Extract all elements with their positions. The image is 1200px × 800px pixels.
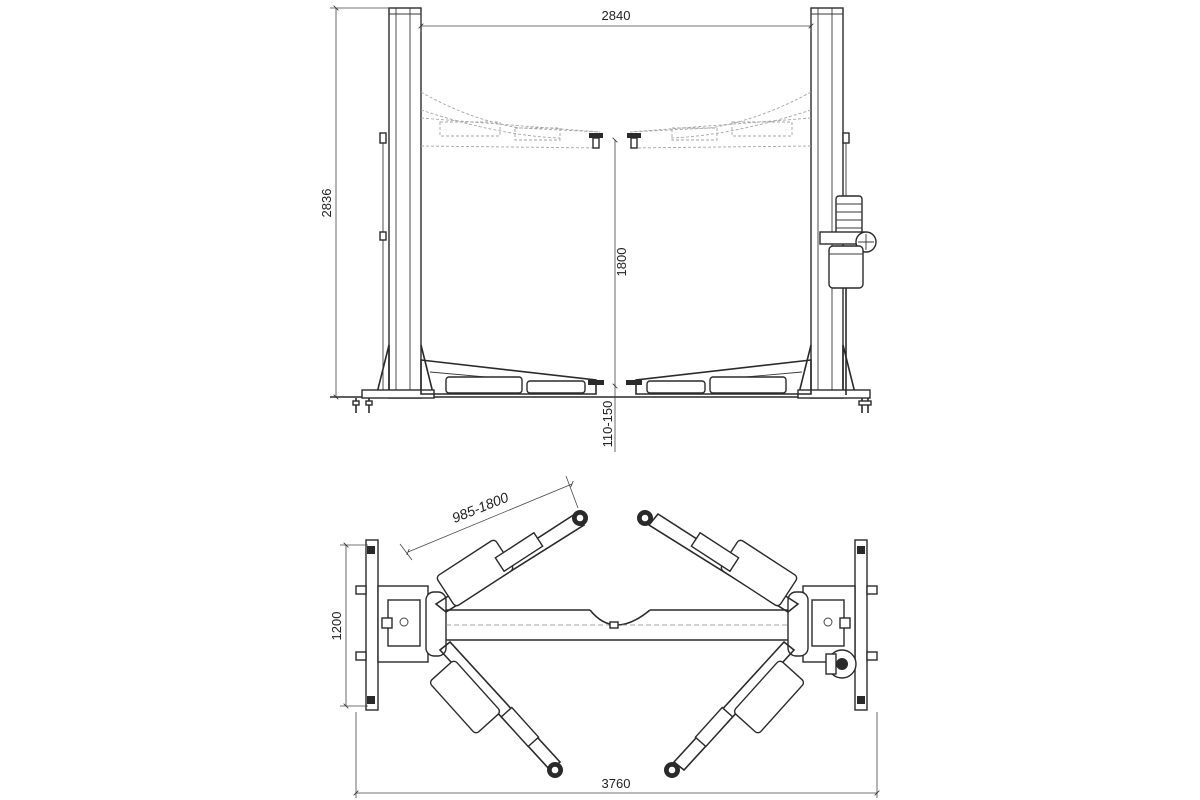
arm-lower-left xyxy=(429,640,563,778)
dim-min-pad-height-label: 110-150 xyxy=(600,401,615,448)
right-base-beam xyxy=(854,539,868,711)
top-plan-view: 985-1800 1200 3760 xyxy=(329,475,878,798)
left-post xyxy=(388,7,422,399)
raised-arms-ghost xyxy=(420,91,812,149)
oil-reservoir xyxy=(828,245,864,289)
left-carriage xyxy=(425,591,447,657)
dim-lift-height-label: 1800 xyxy=(614,248,629,277)
arm-lower-right xyxy=(664,640,805,778)
dim-total-height: 2836 xyxy=(319,8,390,397)
dim-base-depth: 1200 xyxy=(329,545,368,706)
lowered-arms xyxy=(420,359,812,395)
left-base-plan xyxy=(355,539,429,711)
power-unit xyxy=(819,195,877,395)
right-base-plan xyxy=(802,539,878,711)
dim-overall-width-label: 3760 xyxy=(602,776,631,791)
left-pad xyxy=(588,380,604,385)
dim-column-spacing: 2840 xyxy=(421,8,811,32)
dim-column-spacing-label: 2840 xyxy=(602,8,631,23)
right-pad xyxy=(626,380,642,385)
floor-cover xyxy=(446,609,788,641)
dim-total-height-label: 2836 xyxy=(319,189,334,218)
front-elevation-view: 2840 2836 1800 110-150 xyxy=(319,7,877,452)
arm-upper-right xyxy=(637,510,800,613)
dim-min-pad-height: 110-150 xyxy=(600,384,616,452)
dim-lift-height: 1800 xyxy=(614,140,629,386)
dim-base-depth-label: 1200 xyxy=(329,612,344,641)
left-column xyxy=(352,7,436,413)
dim-arm-reach-label: 985-1800 xyxy=(450,489,511,526)
arm-upper-left xyxy=(434,510,588,613)
right-carriage xyxy=(787,591,809,657)
dim-overall-width: 3760 xyxy=(356,712,877,798)
left-base-beam xyxy=(365,539,379,711)
right-column xyxy=(796,7,877,413)
